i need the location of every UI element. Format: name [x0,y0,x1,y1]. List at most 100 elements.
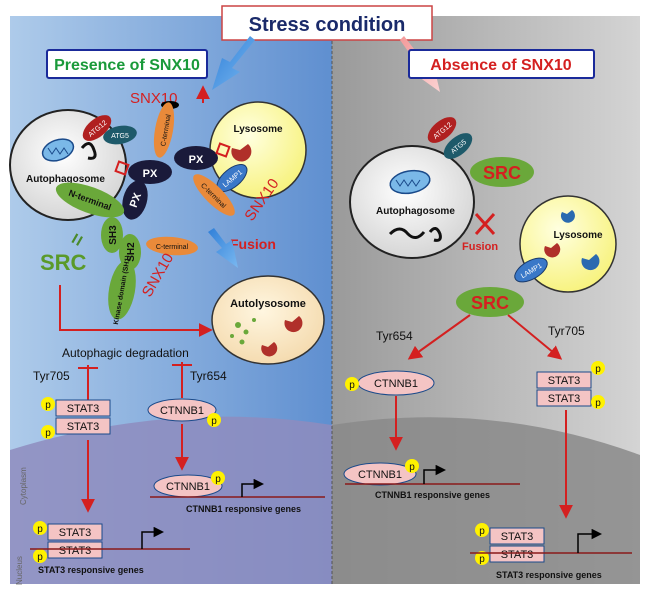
sh2-label: SH2 [126,242,137,262]
fusion-arrow [208,228,238,268]
right-atg12 [427,117,457,143]
right-src-top-label: SRC [483,163,521,183]
left-stat3-cyto-1 [55,399,111,417]
right-tyr654-label: Tyr654 [376,329,413,343]
right-stat3-nucleus-2 [489,545,545,563]
debris-dot [252,318,256,322]
stat3-transcription-arrow [141,526,165,549]
right-cargo-squiggle [388,227,426,239]
debris-dot [235,322,241,328]
right-ctnnb1-transcription-arrow [423,464,447,484]
right-stat3-genes-label: STAT3 responsive genes [496,570,602,580]
autolyso-enzyme-icon [261,342,278,357]
p-label: p [37,524,43,535]
left-atg12 [82,115,112,141]
p-badge [207,413,221,427]
left-title-box [46,49,208,79]
kinase-domain [108,260,136,320]
n-terminal-domain [55,182,125,218]
right-mitochondria-icon [389,169,431,195]
src-to-stat3-arrow [507,314,563,360]
left-tyr654-label: Tyr654 [190,369,227,383]
p-badge [591,361,605,375]
right-enzyme-icon-3 [581,254,600,271]
left-src-label: SRC [40,250,87,275]
left-stat3-cyto-2 [55,417,111,435]
right-panel-title: Absence of SNX10 [430,57,571,74]
left-ctnnb1-genes-label: CTNNB1 responsive genes [186,504,301,514]
autophagic-degradation-label: Autophagic degradation [62,346,189,360]
inhibit-stat3 [78,365,98,400]
inhibit-ctnnb1 [172,362,192,398]
left-atg5 [103,125,137,145]
left-ctnnb1-cyto [147,398,217,422]
c-terminal-2 [193,174,235,216]
right-stat3-cyto-2-label: STAT3 [548,393,581,405]
p-label: p [215,474,221,485]
binding-mark-1 [114,160,130,176]
left-panel-title: Presence of SNX10 [54,57,200,74]
right-autophagosome-label: Autophagosome [376,206,455,217]
debris-dot [243,329,249,335]
right-lamp1 [514,257,548,283]
binding-mark-2 [215,142,231,158]
left-stat3-nucleus-2 [47,541,103,559]
ctnnb1-transcription-arrow [241,478,265,497]
right-autophagosome [349,145,475,259]
right-stat3-transcription-arrow [577,528,603,553]
p-label: p [349,380,355,391]
p-badge [475,523,489,537]
left-ctnnb1-cyto-label: CTNNB1 [160,405,204,417]
right-ctnnb1-genes-label: CTNNB1 responsive genes [375,490,490,500]
p-label: p [479,526,485,537]
left-lysosome-label: Lysosome [233,124,283,135]
p-badge [345,377,359,391]
left-autophagosome-label: Autophagosome [26,174,105,185]
p-badge [211,471,225,485]
px-label-3: PX [128,191,145,210]
fusion-blocked-x [474,212,496,236]
right-fusion-label: Fusion [462,241,498,253]
header-box [221,5,433,41]
mitochondria-cristae [47,147,69,155]
left-stat3-nucleus-2-label: STAT3 [59,545,92,557]
sh3-domain [101,217,123,253]
c-terminal-3 [146,236,198,256]
left-atg5-label: ATG5 [111,133,129,140]
p-label: p [595,398,601,409]
right-nucleus [332,417,640,584]
left-stat3-nucleus-1-label: STAT3 [59,527,92,539]
p-badge [591,395,605,409]
right-ctnnb1-cyto-label: CTNNB1 [374,378,418,390]
left-stat3-genes-label: STAT3 responsive genes [38,565,144,575]
stress-arrow-left [212,36,255,90]
right-stat3-cyto-1 [536,371,592,389]
px-label-2: PX [189,154,204,166]
cytoplasm-label: Cytoplasm [19,467,28,505]
px-domain-2 [174,146,218,170]
p-badge [405,459,419,473]
right-stat3-nucleus-1 [489,527,545,545]
autolyso-enzyme-icon [284,316,303,333]
right-stat3-cyto-1-label: STAT3 [548,375,581,387]
right-cargo-squiggle-2 [428,227,442,242]
left-stat3-cyto-1-label: STAT3 [67,403,100,415]
right-lysosome-label: Lysosome [553,230,603,241]
right-stat3-nucleus-2-label: STAT3 [501,549,534,561]
left-fusion-label: Fusion [230,236,276,252]
c-terminal-label-3: C-terminal [156,244,189,251]
cargo-squiggle [80,142,97,160]
lysosome-enzyme-icon [231,144,252,162]
right-enzyme-icon-1 [560,210,575,223]
right-mitochondria-cristae [395,179,421,187]
p-label: p [37,552,43,563]
p-label: p [211,416,217,427]
right-enzyme-icon-2 [544,243,561,258]
left-ctnnb1-nucleus-label: CTNNB1 [166,481,210,493]
right-stat3-cyto-2 [536,389,592,407]
c-terminal-1 [153,102,175,158]
right-title-box [408,49,595,79]
left-nucleus [10,416,332,584]
right-src-top [470,157,534,187]
